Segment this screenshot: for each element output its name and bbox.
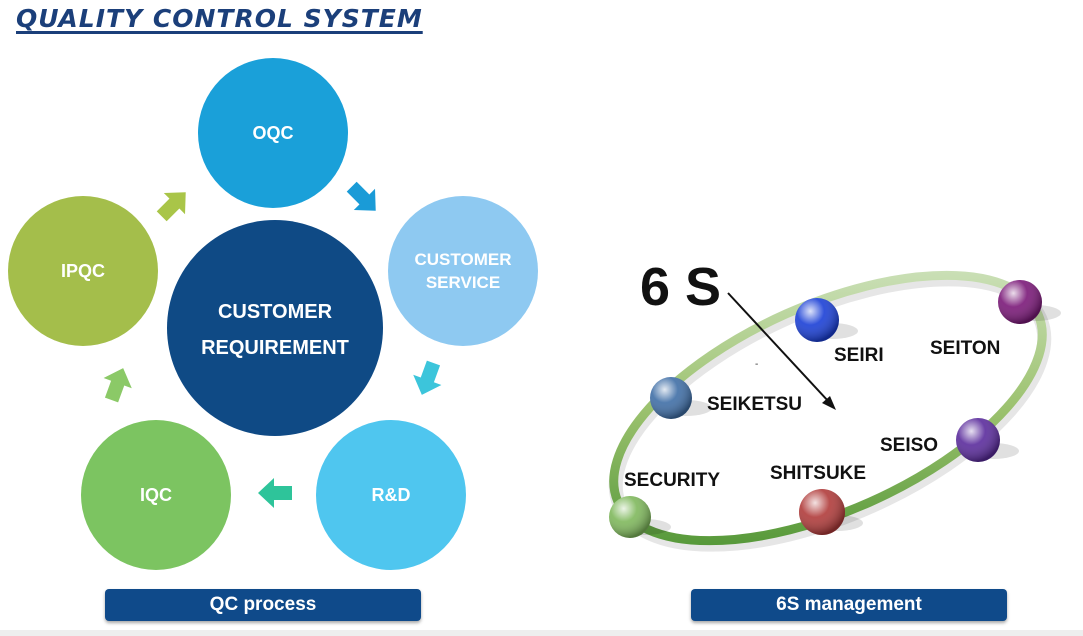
qc-process-caption: QC process: [105, 589, 421, 621]
node-customer-service-label-2: SERVICE: [426, 273, 500, 292]
node-rnd-label: R&D: [372, 485, 411, 505]
qc-nodes: [8, 58, 538, 570]
six-s-caption: 6S management: [691, 589, 1007, 621]
node-iqc: [81, 420, 231, 570]
node-oqc: [198, 58, 348, 208]
label-security: SECURITY: [624, 470, 720, 491]
page-title: QUALITY CONTROL SYSTEM: [16, 4, 423, 33]
node-customer-service: [388, 196, 538, 346]
node-iqc-label: IQC: [140, 485, 172, 505]
node-rnd: [316, 420, 466, 570]
label-seiso: SEISO: [880, 435, 938, 456]
node-customer-requirement: [167, 220, 383, 436]
sphere-shitsuke: [799, 489, 863, 535]
sphere-seiso: [956, 418, 1019, 462]
arrow-service-to-rnd: [413, 360, 442, 395]
arrow-ipqc-to-oqc: [156, 192, 186, 222]
arrow-rnd-to-iqc: [258, 478, 292, 508]
center-label-2: REQUIREMENT: [201, 337, 349, 359]
node-ipqc-label: IPQC: [61, 261, 105, 281]
node-ipqc: [8, 196, 158, 346]
node-oqc-label: OQC: [252, 123, 293, 143]
arrow-iqc-to-ipqc: [103, 368, 132, 403]
label-seiketsu: SEIKETSU: [707, 394, 802, 415]
sphere-security: [609, 496, 671, 538]
qc-arrows: [103, 181, 442, 508]
sphere-seiton: [998, 280, 1061, 324]
arrow-oqc-to-service: [346, 181, 376, 211]
label-seiri: SEIRI: [834, 345, 884, 366]
sphere-seiketsu: [650, 377, 712, 419]
sphere-seiri: [795, 298, 858, 342]
six-s-title: 6 S: [640, 257, 721, 317]
label-shitsuke: SHITSUKE: [770, 463, 866, 484]
six-s-spheres: [609, 280, 1061, 538]
label-seiton: SEITON: [930, 338, 1000, 359]
center-label-1: CUSTOMER: [218, 301, 333, 323]
bottom-bar: [0, 630, 1083, 636]
svg-text:-: -: [755, 359, 758, 370]
node-customer-service-label-1: CUSTOMER: [415, 250, 512, 269]
six-s-arrow: [727, 292, 836, 410]
